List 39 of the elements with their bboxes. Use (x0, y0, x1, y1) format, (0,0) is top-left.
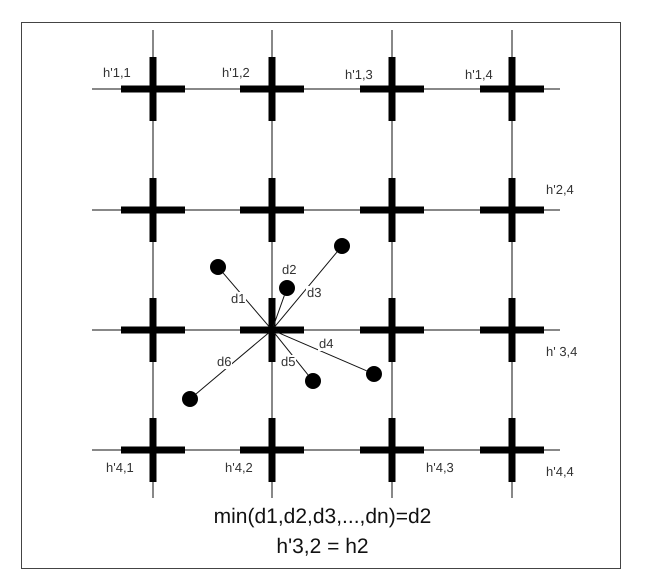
distance-line (274, 252, 338, 328)
node-label: h'1,4 (465, 67, 493, 82)
node-label: h'4,3 (426, 460, 454, 475)
data-point (305, 373, 321, 389)
data-point (279, 280, 295, 296)
distance-line (196, 332, 270, 394)
node-label: h'4,1 (106, 460, 134, 475)
cross-marker (360, 418, 424, 482)
node-label: h'4,4 (546, 464, 574, 479)
cross-marker (121, 298, 185, 362)
formula-text: min(d1,d2,d3,...,dn)=d2 (212, 505, 432, 529)
cross-marker (480, 298, 544, 362)
node-label: h'2,4 (546, 182, 574, 197)
node-label: h' 3,4 (546, 344, 578, 359)
edge-label: d4 (318, 337, 334, 351)
cross-marker (240, 178, 304, 242)
node-label: h'1,3 (345, 67, 373, 82)
cross-marker (480, 178, 544, 242)
edge-label: d3 (306, 286, 322, 300)
edge-label: d6 (216, 355, 232, 369)
distance-line (275, 331, 368, 372)
cross-marker (360, 178, 424, 242)
node-label: h'4,2 (225, 460, 253, 475)
data-point (210, 259, 226, 275)
edge-label: d5 (280, 355, 296, 369)
edge-label: d1 (230, 292, 246, 306)
cross-marker (480, 418, 544, 482)
data-point (182, 391, 198, 407)
distance-line (272, 295, 285, 327)
distance-line (274, 332, 308, 376)
cross-marker (360, 298, 424, 362)
node-label: h'1,2 (222, 65, 250, 80)
edge-label: d2 (281, 263, 298, 277)
data-point (366, 366, 382, 382)
node-label: h'1,1 (103, 65, 131, 80)
distance-line (222, 272, 270, 328)
data-point (334, 238, 350, 254)
formula-text: h'3,2 = h2 (275, 535, 370, 559)
cross-marker (121, 178, 185, 242)
